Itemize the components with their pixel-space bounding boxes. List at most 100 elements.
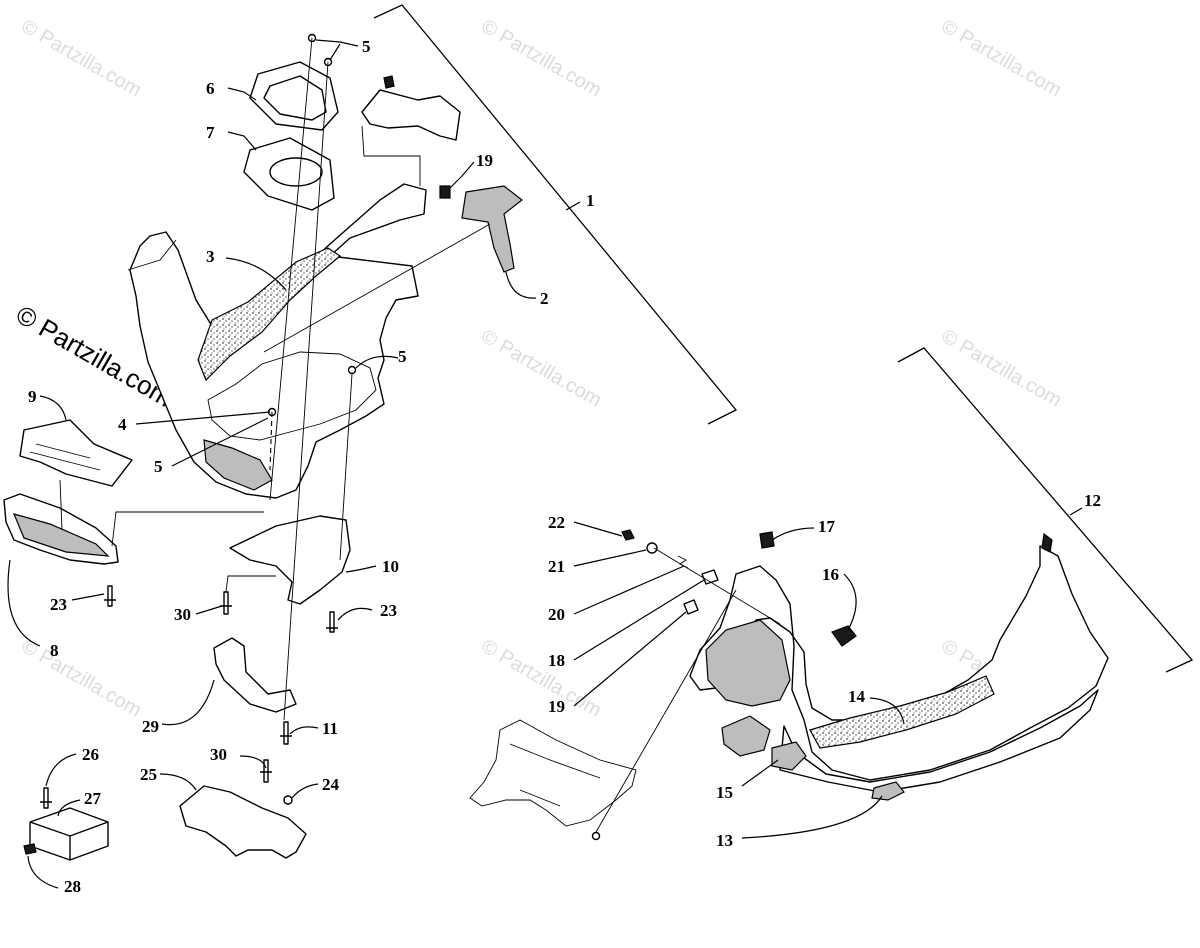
leader-14: [869, 697, 905, 725]
part-13-pad: [871, 781, 905, 801]
part-16-clip: [831, 625, 857, 647]
part-3-body-panel: [129, 183, 427, 499]
mount-screw: [383, 75, 395, 89]
leader-22: [573, 521, 623, 537]
body-lower-shade: [203, 439, 273, 491]
leader-20: [573, 565, 685, 615]
callout-2: 2: [540, 289, 549, 308]
callout-18: 18: [548, 651, 565, 670]
leader-10: [345, 565, 377, 573]
leader-4: [135, 411, 271, 425]
ghost-bracket-detail: [509, 743, 601, 807]
leader-24: [291, 783, 319, 799]
part-19-screw: [591, 831, 601, 841]
part-23-screw: [104, 585, 116, 607]
lower-body-shade: [721, 715, 771, 757]
part-23-screw: [326, 611, 338, 633]
callout-4: 4: [118, 415, 127, 434]
part-27-module: [29, 807, 109, 861]
callout-16: 16: [822, 565, 839, 584]
part-29-bracket: [213, 637, 297, 713]
upper-mount-bracket: [361, 89, 461, 141]
leader-23: [71, 593, 105, 601]
watermark-text: © Partzilla.com: [478, 325, 606, 411]
alignment-line: [269, 37, 313, 501]
leader-1: [565, 201, 581, 211]
leader-19: [449, 161, 475, 189]
callout-5: 5: [398, 347, 407, 366]
leader-26: [45, 753, 77, 787]
callout-21: 21: [548, 557, 565, 576]
part-21-washer: [646, 542, 658, 554]
leader-30: [195, 605, 223, 615]
part-11-bolt: [280, 721, 292, 745]
part-28-clip: [23, 843, 37, 855]
leader-28: [27, 855, 59, 889]
part-22-screw: [621, 529, 635, 541]
leader-11: [289, 726, 319, 735]
leader-2: [505, 271, 537, 299]
part-30-screw: [260, 759, 272, 783]
leader-29: [161, 679, 215, 726]
lower-body-tab: [1041, 532, 1053, 553]
callout-19: 19: [548, 697, 565, 716]
callout-15: 15: [716, 783, 733, 802]
part-14-floor-mat: [809, 675, 995, 749]
callout-3: 3: [206, 247, 215, 266]
assembly-12-bracket: [897, 347, 1194, 673]
callout-28: 28: [64, 877, 81, 896]
part-12-rear-flare: [779, 689, 1099, 793]
leader-13: [741, 795, 883, 839]
watermark-text: © Partzilla.com: [478, 15, 606, 101]
leader-6: [227, 87, 257, 101]
left-assembly: [3, 33, 523, 861]
assembly-1-bracket: [373, 4, 738, 425]
alignment-line: [263, 223, 491, 353]
callout-labels: 5 6 7 19 1 3 2 5 9 4 5 10 23 30 23 8 29 …: [28, 37, 1101, 896]
leader-5: [355, 355, 399, 369]
callout-22: 22: [548, 513, 565, 532]
part-3-textured-mat: [197, 247, 342, 382]
callout-26: 26: [82, 745, 99, 764]
alignment-line: [111, 511, 264, 547]
alignment-line: [283, 61, 329, 721]
leader-8: [7, 559, 41, 647]
part-17-nut: [759, 531, 775, 549]
callout-6: 6: [206, 79, 215, 98]
leader-18: [573, 579, 705, 661]
callout-23: 23: [380, 601, 397, 620]
foam-pad-texture: [29, 443, 101, 471]
part-9-foam-pad: [19, 419, 133, 487]
body-inner-contour: [207, 351, 377, 441]
alignment-line: [361, 125, 421, 186]
alignment-line: [59, 479, 63, 531]
side-panel-shade: [12, 513, 110, 557]
part-19-clip: [439, 185, 451, 199]
part-20-bushing: [701, 569, 719, 585]
callout-5: 5: [154, 457, 163, 476]
callout-29: 29: [142, 717, 159, 736]
callout-24: 24: [322, 775, 340, 794]
leader-7: [227, 131, 257, 151]
part-5-washer: [347, 365, 357, 375]
part-18-clip: [683, 599, 699, 615]
leader-23: [337, 607, 373, 621]
callout-19: 19: [476, 151, 493, 170]
callout-9: 9: [28, 387, 37, 406]
watermark-text: © Partzilla.com: [938, 325, 1066, 411]
part-30-screw: [220, 591, 232, 615]
callout-7: 7: [206, 123, 215, 142]
alignment-line: [595, 589, 737, 833]
part-26-screw: [40, 787, 52, 809]
lower-body-shade: [705, 619, 791, 707]
part-10-shield: [229, 515, 351, 605]
alignment-line: [225, 575, 276, 593]
leader-3: [225, 257, 287, 291]
callout-10: 10: [382, 557, 399, 576]
assembly-brackets: [373, 4, 1194, 673]
leader-9: [39, 395, 67, 421]
part-24-nut: [283, 795, 293, 805]
leader-15: [741, 759, 779, 787]
ghost-bracket: [469, 719, 637, 827]
watermark-text: © Partzilla.com: [18, 15, 146, 101]
